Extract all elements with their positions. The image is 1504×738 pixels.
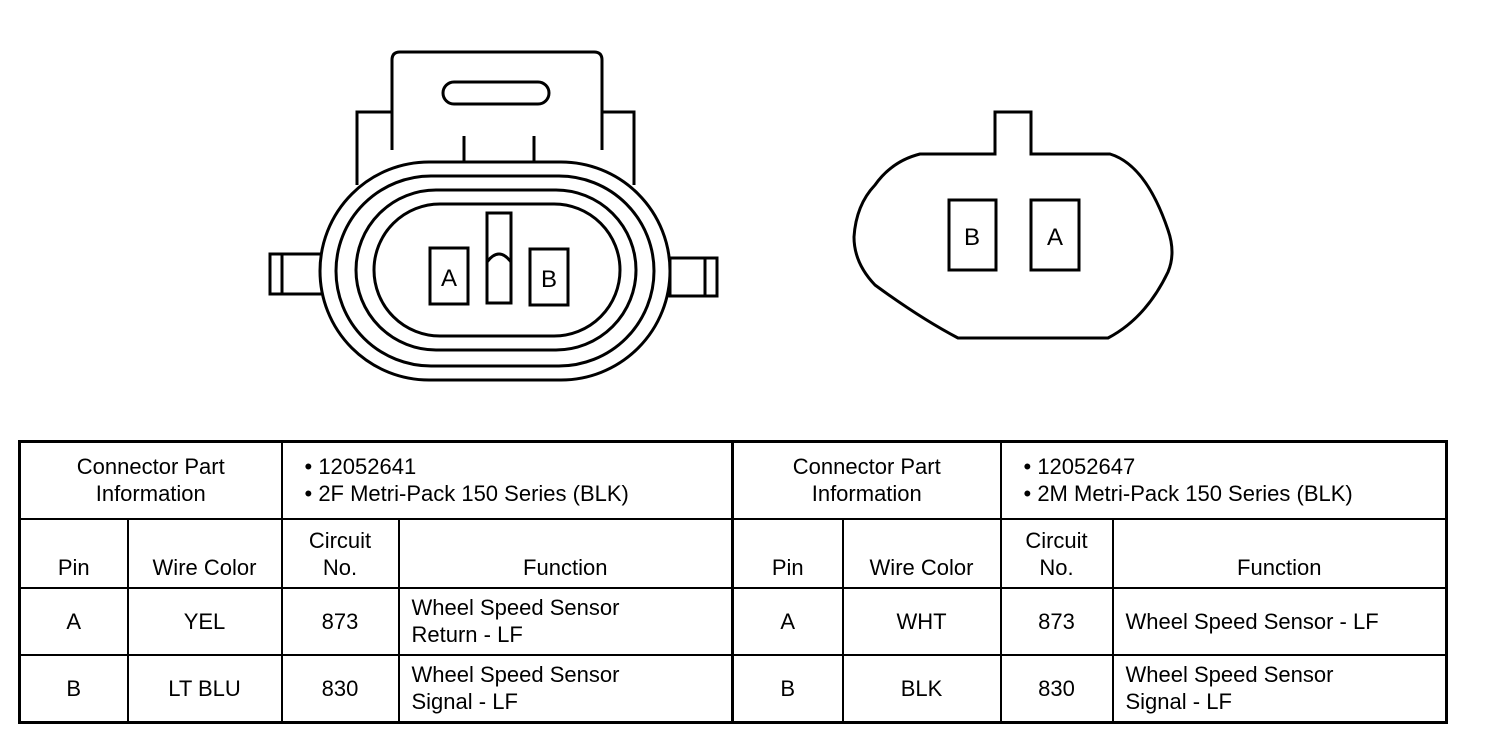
pinout-table: Connector Part Information • 12052641 • … (18, 440, 1448, 724)
pin-cell: B (18, 653, 129, 724)
polarization-key (485, 211, 513, 305)
male-connector-outline (852, 110, 1174, 340)
connector-shoulder (355, 110, 636, 185)
terminal-a-box (428, 246, 470, 306)
left-part-info-items: • 12052641 • 2F Metri-Pack 150 Series (B… (280, 440, 734, 520)
left-side-tab (268, 252, 324, 296)
terminal-b-label: B (964, 224, 980, 251)
locking-latch (390, 50, 604, 150)
wire-color-cell: BLK (841, 653, 1002, 724)
connector-drawings: A B B A (268, 50, 1174, 382)
right-part-info-label: Connector Part Information (731, 440, 1002, 520)
connector-inner-face (354, 188, 638, 352)
male-connector-face (852, 110, 1174, 340)
connector-cavity (372, 202, 622, 338)
connector-outer-shell (318, 160, 672, 382)
terminal-a-box (1029, 198, 1081, 272)
function-cell: Wheel Speed Sensor - LF (1111, 586, 1448, 656)
wire-color-cell: YEL (126, 586, 283, 656)
part-info-row: Connector Part Information • 12052641 • … (18, 440, 1448, 520)
header-function: Function (1111, 517, 1448, 589)
header-wire-color: Wire Color (841, 517, 1002, 589)
right-part-info-items: • 12052647 • 2M Metri-Pack 150 Series (B… (999, 440, 1448, 520)
header-wire-color: Wire Color (126, 517, 283, 589)
right-side-tab (668, 256, 719, 298)
pin-cell: B (731, 653, 844, 724)
terminal-a-label: A (441, 265, 457, 292)
terminal-b-label: B (541, 266, 557, 293)
pin-cell: A (731, 586, 844, 656)
wire-color-cell: WHT (841, 586, 1002, 656)
connector-seal-ring (334, 174, 656, 368)
circuit-cell: 830 (999, 653, 1114, 724)
circuit-cell: 873 (999, 586, 1114, 656)
terminal-a-label: A (1047, 224, 1063, 251)
header-function: Function (397, 517, 734, 589)
wire-color-cell: LT BLU (126, 653, 283, 724)
circuit-cell: 830 (280, 653, 400, 724)
terminal-b-box (528, 247, 570, 307)
female-connector-face (268, 50, 719, 382)
latch-slot (441, 80, 551, 106)
pin-cell: A (18, 586, 129, 656)
left-part-info-label: Connector Part Information (18, 440, 283, 520)
header-pin: Pin (731, 517, 844, 589)
circuit-cell: 873 (280, 586, 400, 656)
terminal-b-box (947, 198, 998, 272)
header-pin: Pin (18, 517, 129, 589)
